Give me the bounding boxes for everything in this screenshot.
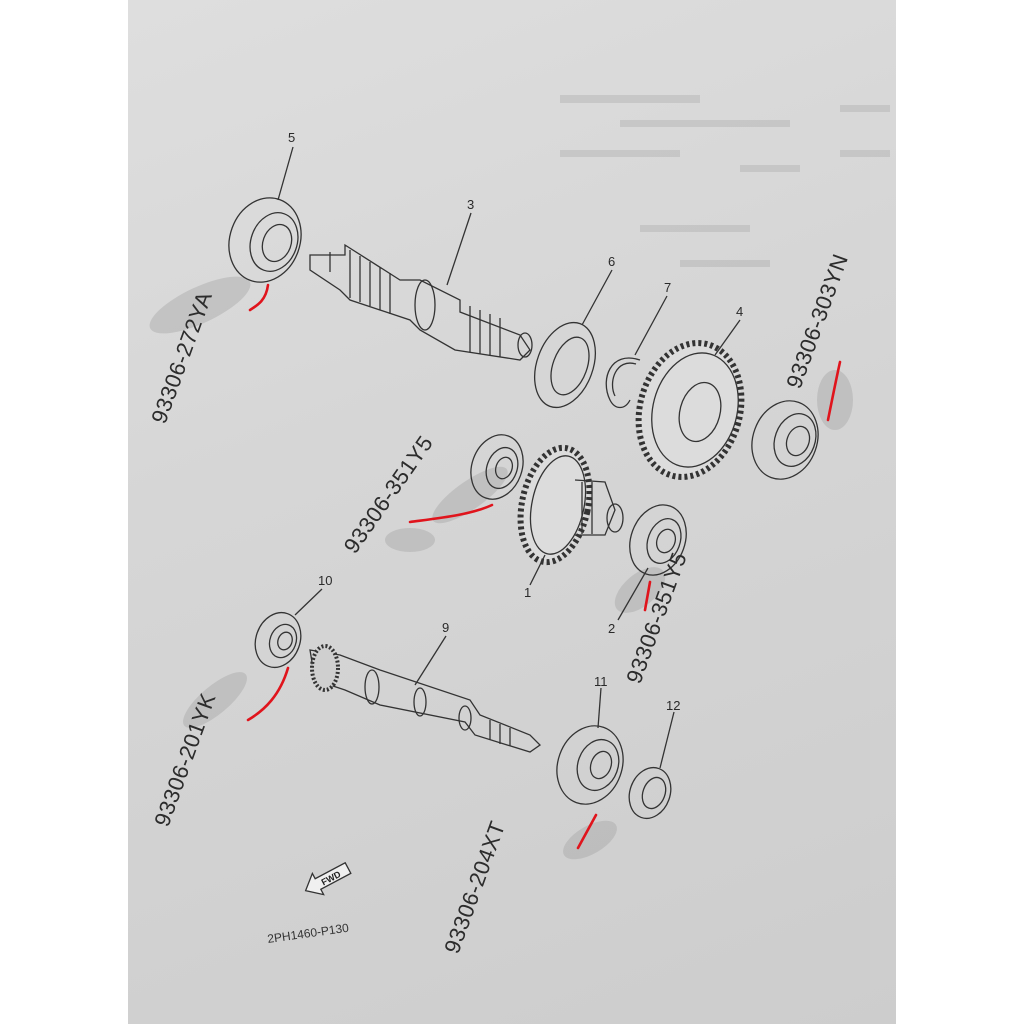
handwritten-part-number: 93306-201YK <box>149 690 220 830</box>
callout-number: 11 <box>594 674 608 689</box>
handwritten-part-number: 93306-303YN <box>781 250 853 391</box>
callout-number: 9 <box>442 620 449 635</box>
splined-shaft-part-3 <box>309 243 533 361</box>
bearing-part-11 <box>556 725 624 805</box>
callout-number: 1 <box>524 585 531 600</box>
circlip-part-7 <box>605 357 641 409</box>
oil-seal-part-12 <box>628 766 672 820</box>
fwd-arrow-icon: FWD <box>304 861 352 896</box>
washer-part-6 <box>534 321 596 409</box>
bearing-part-5 <box>228 197 302 283</box>
callout-number: 10 <box>318 573 332 588</box>
handwritten-part-number: 93306-204XT <box>439 818 510 957</box>
background-print-smudges <box>560 95 890 267</box>
drive-shaft-part-9 <box>309 644 542 753</box>
bearing-part-2 <box>629 504 687 576</box>
large-gear-part-4 <box>635 340 745 480</box>
red-marker-strokes <box>246 283 842 850</box>
gear-part-1 <box>517 444 624 566</box>
callout-leader-lines <box>277 146 741 769</box>
bearing-part-8 <box>751 400 819 480</box>
pencil-smudges <box>149 276 853 860</box>
callout-number: 3 <box>467 197 474 212</box>
parts-diagram-sheet <box>128 0 896 1024</box>
bearing-upper-351 <box>470 434 524 500</box>
diagram-reference-code: 2PH1460-P130 <box>266 921 350 946</box>
callout-number: 2 <box>608 621 615 636</box>
callout-number: 7 <box>664 280 671 295</box>
callout-number: 6 <box>608 254 615 269</box>
callout-number: 4 <box>736 304 743 319</box>
callout-number: 12 <box>666 698 680 713</box>
callout-number: 5 <box>288 130 295 145</box>
bearing-part-10 <box>254 611 302 669</box>
